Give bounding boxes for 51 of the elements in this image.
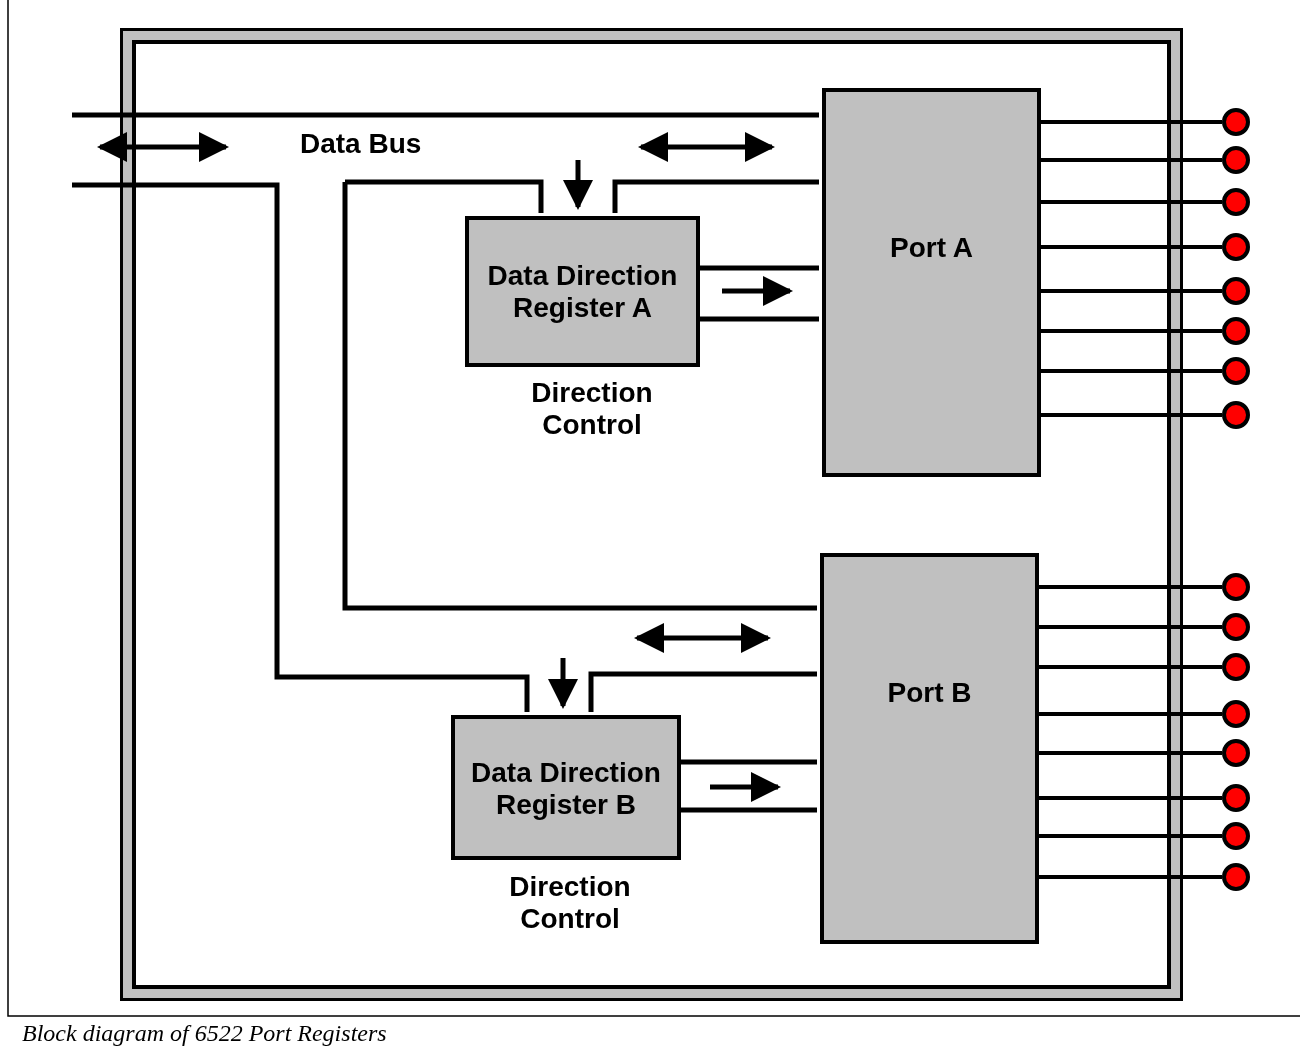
pin-terminal xyxy=(1222,784,1250,812)
block-caption: Direction Control xyxy=(530,377,654,441)
pin-line xyxy=(1038,413,1222,417)
bus-direction-arrow xyxy=(722,276,793,306)
bus-direction-arrow xyxy=(634,623,771,653)
bus-label: Data Bus xyxy=(300,128,422,160)
register-box xyxy=(451,715,681,860)
pin-line xyxy=(1038,120,1222,124)
pin-line xyxy=(1036,834,1222,838)
pin-terminal xyxy=(1222,613,1250,641)
figure-caption: Block diagram of 6522 Port Registers xyxy=(22,1020,387,1047)
pin-line xyxy=(1038,200,1222,204)
pin-terminal xyxy=(1222,863,1250,891)
pin-line xyxy=(1038,289,1222,293)
pin-terminal xyxy=(1222,357,1250,385)
pin-terminal xyxy=(1222,233,1250,261)
pin-terminal xyxy=(1222,739,1250,767)
bus-direction-arrow xyxy=(638,132,775,162)
pin-line xyxy=(1038,329,1222,333)
pin-terminal xyxy=(1222,188,1250,216)
pin-terminal xyxy=(1222,146,1250,174)
register-label: Port A xyxy=(889,232,974,264)
pin-terminal xyxy=(1222,653,1250,681)
pin-terminal xyxy=(1222,277,1250,305)
port-register-box xyxy=(822,88,1041,477)
pin-line xyxy=(1036,751,1222,755)
block-caption: Direction Control xyxy=(508,871,632,935)
pin-line xyxy=(1036,712,1222,716)
pin-line xyxy=(1036,585,1222,589)
register-box xyxy=(465,216,700,367)
bus-direction-arrow xyxy=(710,772,781,802)
chip-outline xyxy=(120,28,1183,1001)
pin-terminal xyxy=(1222,573,1250,601)
register-label: Port B xyxy=(886,677,973,709)
pin-terminal xyxy=(1222,700,1250,728)
pin-line xyxy=(1038,158,1222,162)
pin-line xyxy=(1038,369,1222,373)
pin-line xyxy=(1038,245,1222,249)
pin-line xyxy=(1036,875,1222,879)
register-label: Data Direction Register A xyxy=(486,260,679,324)
pin-line xyxy=(1036,665,1222,669)
pin-terminal xyxy=(1222,317,1250,345)
bus-direction-arrow xyxy=(548,658,578,709)
pin-line xyxy=(1036,796,1222,800)
pin-terminal xyxy=(1222,822,1250,850)
pin-line xyxy=(1036,625,1222,629)
bus-direction-arrow xyxy=(563,160,593,210)
register-label: Data Direction Register B xyxy=(470,757,662,821)
pin-terminal xyxy=(1222,401,1250,429)
pin-terminal xyxy=(1222,108,1250,136)
port-register-box xyxy=(820,553,1039,944)
